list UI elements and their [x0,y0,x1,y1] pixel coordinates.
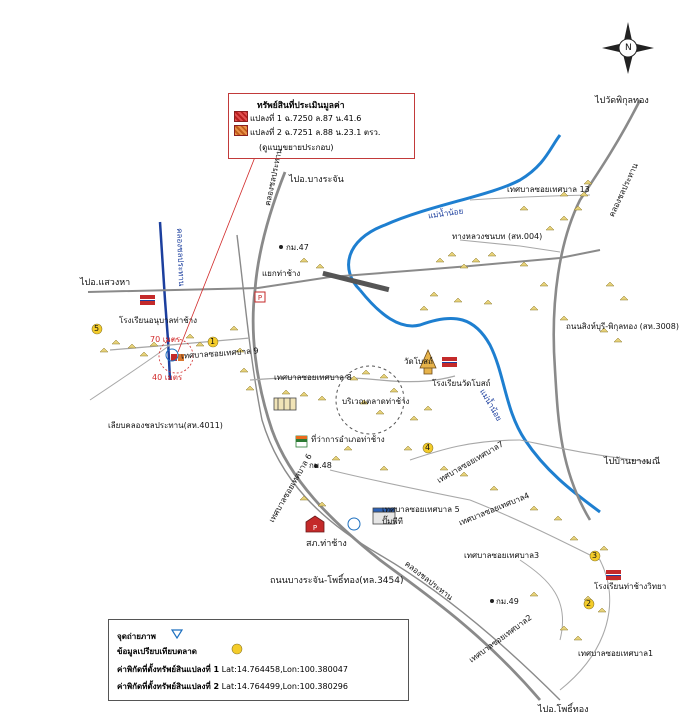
label-km49: กม.49 [496,597,519,606]
label-tha-chang-junction: แยกท่าช้าง [262,269,301,278]
label-police-station: สภ.ท่าช้าง [306,539,347,549]
plot-2 [178,354,184,361]
info-photo-point: จุดถ่ายภาพ [117,632,156,641]
road-to-pho-thong [469,499,611,691]
legend-box: ทรัพย์สินที่ประเมินมูลค่า แปลงที่ 1 ฉ.72… [228,93,415,159]
photo-point-legend-icon [171,629,183,639]
road-to-ban-yang-mani [519,439,651,463]
junction-booth-icon: P [254,291,266,303]
label-to-pho-thong: ไปอ.โพธิ์ทอง [538,705,589,715]
label-tha-chang-market: บริเวณตลาดท่าช้าง [342,397,410,406]
label-road-3008: ถนนสิงห์บุรี-พิกุลทอง (สห.3008) [566,322,679,331]
plot-2-swatch [234,125,248,136]
label-km48: กม.48 [309,461,332,470]
road-3008 [552,99,642,521]
legend-pointer-line [177,156,256,353]
label-wat-bot: วัดโบสถ์ [404,357,433,366]
label-tessaban-3: เทศบาลซอยเทศบาล3 [464,551,540,560]
label-school-tha-chang: โรงเรียนอนุบาลท่าช้าง [119,316,198,325]
noi-river-upper [347,134,562,292]
temple-icon [419,349,437,375]
info-coord-1-label: ค่าพิกัดที่ตั้งทรัพย์สินแปลงที่ 1 [117,665,220,674]
label-canal-road-4011: เลียบคลองชลประทาน(สห.4011) [108,421,223,430]
label-km47: กม.47 [286,243,309,252]
legend-title: ทรัพย์สินที่ประเมินมูลค่า [257,101,345,111]
noi-river-lower [358,289,601,514]
svg-text:P: P [313,524,317,532]
legend-plot-1: แปลงที่ 1 ฉ.7250 ล.87 น.41.6 [250,114,362,123]
compass-icon [602,22,654,74]
market-legend-icon [231,643,243,655]
info-coord-2-value: Lat:14.764499,Lon:100.380296 [221,682,348,691]
market-marker-5: 5 [94,324,100,333]
road-soi-8 [249,375,456,383]
legend-note: (ดูแบบขยายประกอบ) [259,143,334,152]
market-marker-1: 1 [210,337,216,346]
district-office-icon [273,397,297,411]
road-minor-d [519,559,564,641]
label-distance-70m: 70 เมตร [150,335,181,344]
market-marker-2: 2 [586,599,592,608]
distance-circle [158,338,194,374]
label-district-office: ที่ว่าการอำเภอท่าช้าง [311,435,385,444]
label-highway-004: ทางหลวงชนบท (สห.004) [452,232,543,241]
info-box: จุดถ่ายภาพ ข้อมูลเปรียบเทียบตลาด ค่าพิกั… [108,619,409,701]
label-to-sawaeng-ha: ไปอ.แสวงหา [80,278,131,288]
compass-letter: N [625,43,632,53]
police-station-icon: P [305,515,325,533]
photo-point-markers [165,348,361,531]
svg-text:P: P [258,294,262,302]
label-tessaban-8: เทศบาลซอยเทศบาล 8 [274,373,352,382]
road-highway-004 [459,239,561,253]
market-markers [91,323,601,610]
road-bang-rachan [251,171,542,701]
info-coord-2: ค่าพิกัดที่ตั้งทรัพย์สินแปลงที่ 2 Lat:14… [117,680,348,693]
label-tessaban-13: เทศบาลซอยเทศบาล 13 [507,185,590,194]
label-tessaban-5: เทศบาลซอยเทศบาล 5 [382,505,460,514]
info-coord-1: ค่าพิกัดที่ตั้งทรัพย์สินแปลงที่ 1 Lat:14… [117,663,348,676]
irrigation-canal [158,221,172,381]
road-minor-a [329,469,471,501]
bridge [322,270,390,293]
seven-eleven-icon [295,435,308,448]
label-tessaban-1: เทศบาลซอยเทศบาล1 [578,649,654,658]
school-flags [140,295,621,580]
label-to-ban-yang-mani: ไปบ้านยางมณี [604,457,661,467]
label-road-3454: ถนนบางระจัน-โพธิ์ทอง(ทล.3454) [270,576,404,586]
market-area-circle [335,365,405,435]
plot-1 [171,354,177,361]
road-sawaeng-ha [87,249,601,293]
label-school-tha-chang-witthaya: โรงเรียนท่าช้างวิทยา [594,582,667,591]
info-coord-1-value: Lat:14.764458,Lon:100.380047 [221,665,348,674]
plot-1-swatch [234,111,248,122]
label-gas-station: ปั๊มพีที [382,517,403,526]
road-minor-c [89,344,171,401]
gas-station-icon [372,507,396,525]
label-to-wat-phikun-thong: ไปวัดพิกุลทอง [595,96,649,106]
label-school-wat-bot: โรงเรียนวัดโบสถ์ [432,379,491,388]
label-distance-40m: 40 เมตร [152,373,183,382]
label-to-bang-rachan: ไปอ.บางระจัน [289,175,344,185]
label-canal-vertical: คลองชลประทาน [175,227,187,287]
info-coord-2-label: ค่าพิกัดที่ตั้งทรัพย์สินแปลงที่ 2 [117,682,220,691]
market-marker-4: 4 [425,443,431,452]
road-tessaban-13 [469,194,591,201]
legend-plot-2: แปลงที่ 2 ฉ.7251 ล.88 น.23.1 ตรว. [250,128,381,137]
road-minor-b [409,439,521,461]
market-marker-3: 3 [592,551,598,560]
km-posts [279,245,494,603]
road-3454 [236,234,561,701]
info-market-compare: ข้อมูลเปรียบเทียบตลาด [117,647,197,656]
